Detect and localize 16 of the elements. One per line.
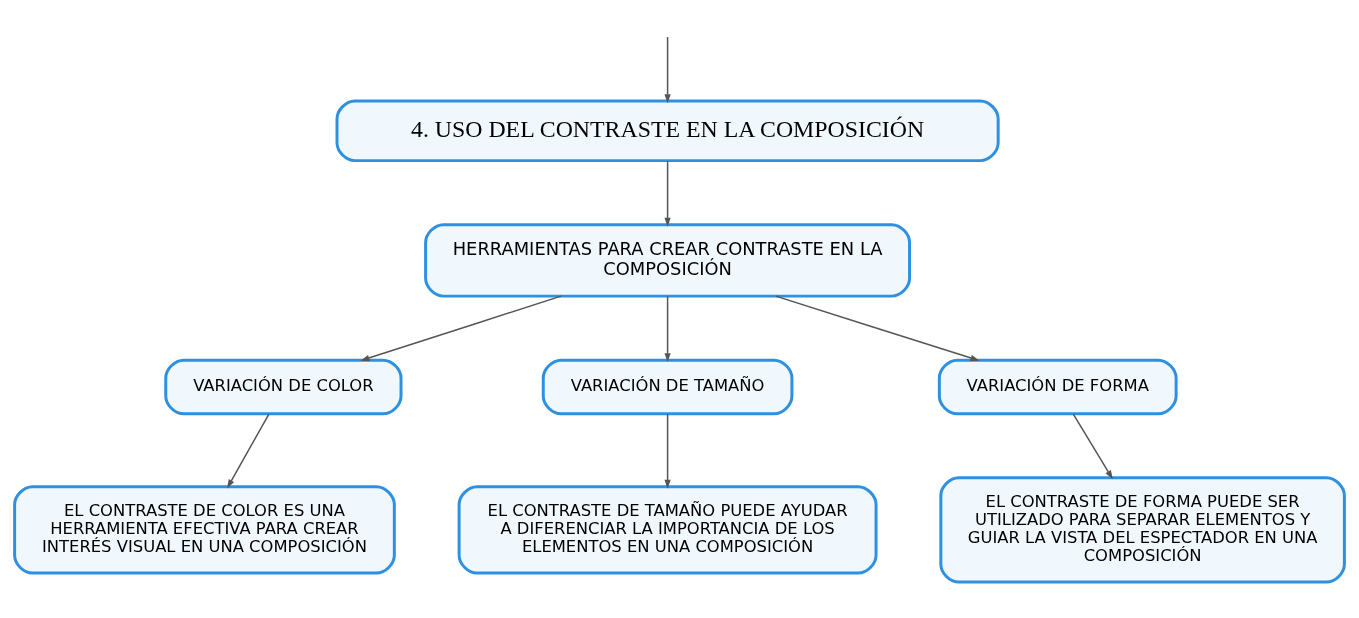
arrow xyxy=(664,295,671,363)
arrow xyxy=(664,413,671,489)
node-box: VARIACIÓN DE FORMA xyxy=(937,358,1178,416)
node-box: EL CONTRASTE DE TAMAÑO PUEDE AYUDAR A DIFERENCIAR LA IMPORTANCIA DE LOS ELEMENTOS EN UNA COMPOSICIÓN xyxy=(457,485,878,575)
node-box: EL CONTRASTE DE COLOR ES UNA HERRAMIENTA EFECTIVA PARA CREAR INTERÉS VISUAL EN UNA COMPOSICIÓN xyxy=(13,485,396,575)
node-box: 4. USO DEL CONTRASTE EN LA COMPOSICIÓN xyxy=(335,99,1000,163)
arrow xyxy=(360,295,562,361)
node-box: VARIACIÓN DE COLOR xyxy=(164,358,403,416)
arrow xyxy=(1072,413,1113,480)
node-box: HERRAMIENTAS PARA CREAR CONTRASTE EN LA COMPOSICIÓN xyxy=(424,223,912,298)
node-box: EL CONTRASTE DE FORMA PUEDE SER UTILIZADO PARA SEPARAR ELEMENTOS Y GUIAR LA VISTA DEL ESPECTADOR EN UNA COMPOSICIÓN xyxy=(939,476,1346,584)
arrow xyxy=(775,295,980,361)
node-box: VARIACIÓN DE TAMAÑO xyxy=(541,358,794,416)
arrow xyxy=(664,36,671,104)
arrow xyxy=(664,160,671,227)
arrow xyxy=(227,413,270,489)
